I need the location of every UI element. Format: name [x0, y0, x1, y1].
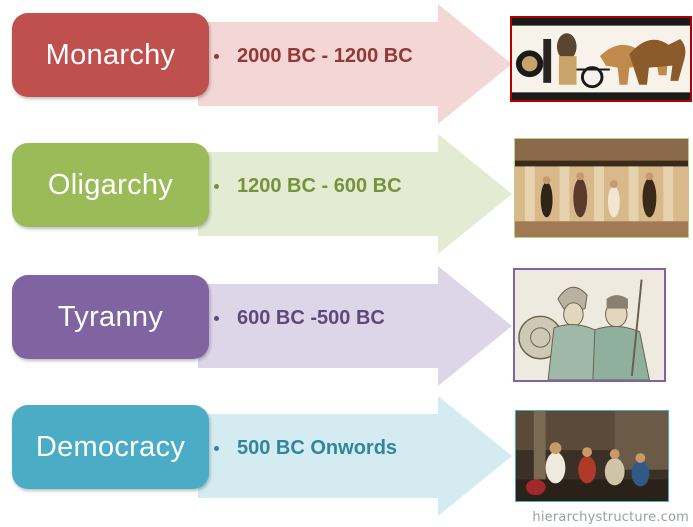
stage-pill-oligarchy: Oligarchy: [12, 143, 209, 227]
stage-period: 1200 BC - 600 BC: [214, 171, 402, 201]
stage-row-tyranny: Tyranny 600 BC -500 BC: [0, 266, 693, 386]
stage-image-democracy: [515, 410, 669, 502]
stage-label: Tyranny: [57, 300, 164, 333]
stage-image-monarchy: [510, 16, 692, 102]
stage-period-text: 500 BC Onwords: [237, 436, 398, 459]
bullet-icon: [214, 445, 219, 451]
stage-label: Monarchy: [45, 38, 176, 71]
stage-pill-tyranny: Tyranny: [12, 275, 209, 359]
stage-row-monarchy: Monarchy 2000 BC - 1200 BC: [0, 4, 693, 124]
stage-image-tyranny: [513, 268, 666, 382]
arrow-shape: [198, 266, 512, 386]
stage-label: Oligarchy: [47, 168, 174, 201]
bullet-icon: [214, 315, 219, 321]
temple-scene-icon: [515, 139, 688, 237]
watermark-text: hierarchystructure.com: [532, 510, 689, 525]
socrates-painting-icon: [516, 411, 668, 501]
stage-pill-monarchy: Monarchy: [12, 13, 209, 97]
bullet-icon: [214, 53, 219, 59]
stage-label: Democracy: [35, 430, 186, 463]
stage-period: 500 BC Onwords: [214, 433, 397, 463]
stage-pill-democracy: Democracy: [12, 405, 209, 489]
stage-row-oligarchy: Oligarchy 1200 BC - 600 BC: [0, 134, 693, 254]
stage-row-democracy: Democracy 500 BC Onwords: [0, 396, 693, 516]
stage-period-text: 1200 BC - 600 BC: [237, 174, 402, 197]
stage-period-text: 600 BC -500 BC: [237, 306, 385, 329]
warriors-sketch-icon: [515, 270, 664, 380]
stage-image-oligarchy: [514, 138, 689, 238]
bullet-icon: [214, 183, 219, 189]
arrow-shape: [198, 4, 512, 124]
stage-period: 2000 BC - 1200 BC: [214, 41, 413, 71]
chariot-painting-icon: [512, 18, 690, 100]
stage-period-text: 2000 BC - 1200 BC: [237, 44, 413, 67]
arrow-shape: [198, 396, 512, 516]
stage-period: 600 BC -500 BC: [214, 303, 385, 333]
arrow-shape: [198, 134, 512, 254]
